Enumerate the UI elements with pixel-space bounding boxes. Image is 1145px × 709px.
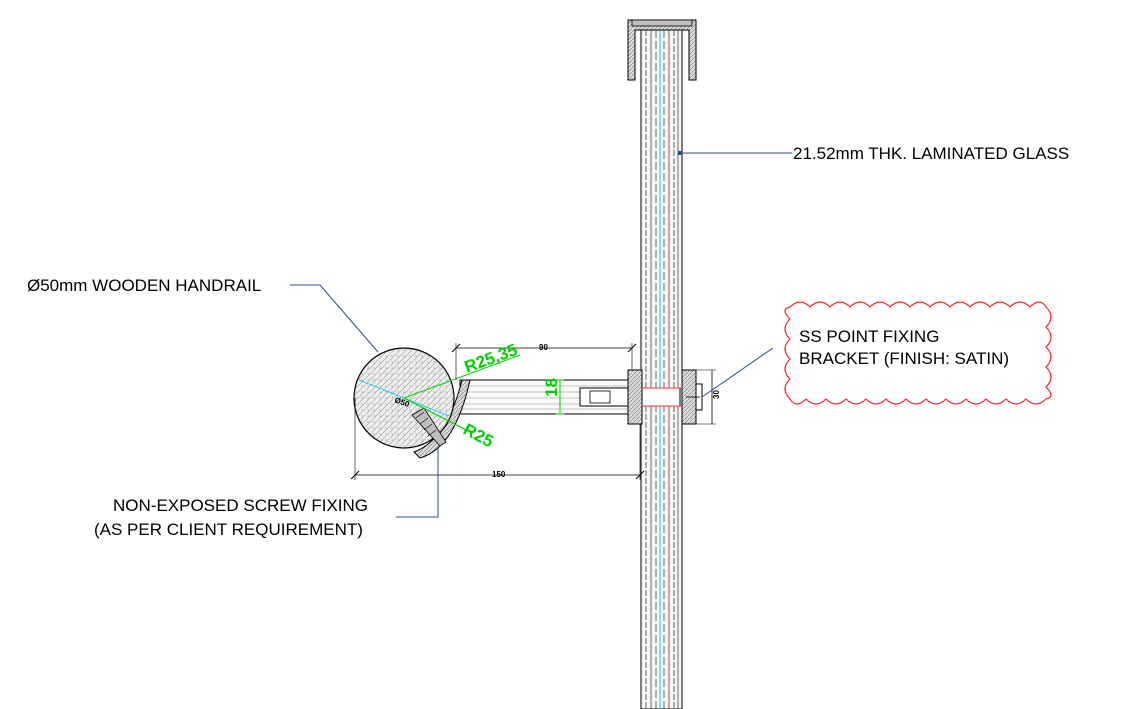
dimension-150-label: 150: [492, 470, 506, 479]
bracket-label-line2: BRACKET (FINISH: SATIN): [799, 349, 1009, 368]
laminated-glass-panel: [640, 29, 683, 709]
radius-25-label: R25: [460, 420, 496, 451]
radius-leaders: [403, 354, 521, 433]
dimension-18-label: 18: [542, 378, 561, 397]
glass-leader: [678, 151, 792, 155]
dimension-18: [556, 379, 564, 415]
screw-label-line1: NON-EXPOSED SCREW FIXING: [113, 496, 368, 515]
handrail-leader: [290, 284, 379, 353]
screw-leader: [396, 448, 439, 518]
handrail-label: Ø50mm WOODEN HANDRAIL: [27, 276, 261, 295]
bracket-revision-cloud: [784, 301, 1052, 405]
dimension-30-label: 30: [712, 390, 721, 399]
glass-top-cap: [627, 19, 697, 81]
dimension-30: [696, 369, 716, 425]
bracket-label-line1: SS POINT FIXING: [799, 327, 939, 346]
radius-2535-label: R25,35: [462, 340, 520, 377]
dimension-150: [350, 398, 645, 480]
concealed-screw: [411, 407, 447, 447]
dimension-90: [451, 343, 637, 380]
bracket-leader: [701, 347, 774, 398]
dimension-90-label: 90: [539, 343, 548, 352]
glass-label: 21.52mm THK. LAMINATED GLASS: [793, 144, 1069, 163]
screw-label-line2: (AS PER CLIENT REQUIREMENT): [94, 520, 363, 539]
point-fixing-bolt: [579, 369, 703, 425]
